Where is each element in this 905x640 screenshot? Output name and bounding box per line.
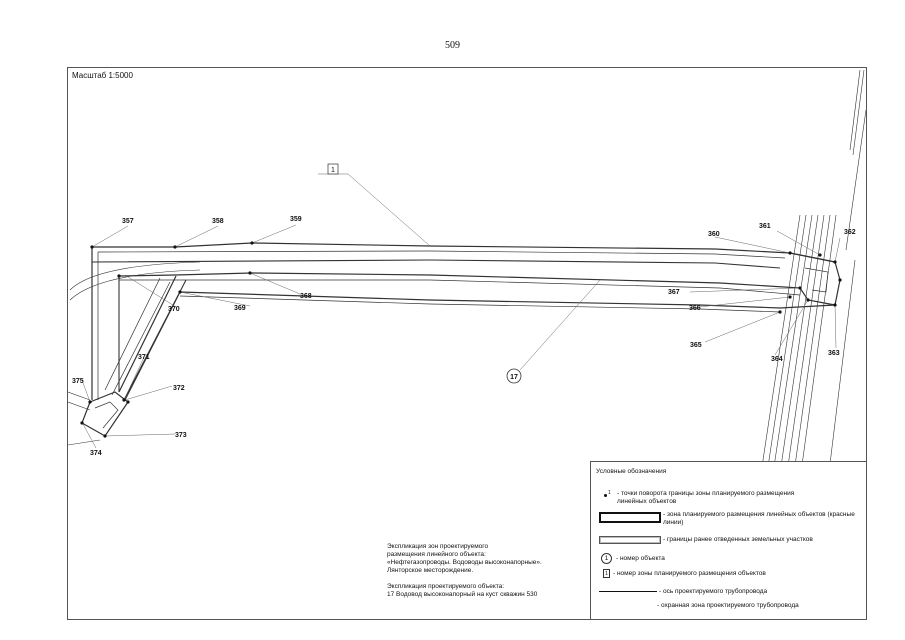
point-label-367: 367 <box>668 289 680 296</box>
explication-line: Экспликация зон проектируемого <box>387 543 489 550</box>
label-leaders <box>81 173 841 449</box>
existing-land-boundaries <box>68 261 201 446</box>
object-number-label: 17 <box>510 374 518 381</box>
legend-text: - зона планируемого размещения линейных … <box>663 511 855 526</box>
turn-point-marker: 1 <box>608 490 611 496</box>
zone-box-icon: 1 <box>603 569 610 578</box>
point-label-375: 375 <box>72 378 84 385</box>
point-label-369: 369 <box>234 305 246 312</box>
legend-text: - номер объекта <box>616 555 665 562</box>
point-label-374: 374 <box>90 450 102 457</box>
point-label-357: 357 <box>122 218 134 225</box>
road-corridor <box>759 69 866 481</box>
point-label-363: 363 <box>828 350 840 357</box>
point-label-366: 366 <box>689 305 701 312</box>
turn-points <box>80 241 842 438</box>
explication-object-title: Экспликация проектируемого объекта: <box>387 583 505 590</box>
legend-title: Условные обозначения <box>596 468 667 475</box>
legend: Условные обозначения 1 - точки поворота … <box>590 461 867 620</box>
legend-text: - ось проектируемого трубопровода <box>659 588 768 595</box>
object-circle-icon: 1 <box>601 553 612 564</box>
point-label-358: 358 <box>212 218 224 225</box>
explication-block: Экспликация зон проектируемого размещени… <box>387 543 590 599</box>
point-label-368: 368 <box>300 293 312 300</box>
point-label-373: 373 <box>175 432 187 439</box>
zone-swatch-icon <box>599 512 661 523</box>
map-frame <box>67 67 867 620</box>
pipeline-zone <box>81 242 841 437</box>
point-label-361: 361 <box>759 223 771 230</box>
legend-text: - границы ранее отведенных земельных уча… <box>663 536 813 543</box>
legend-text: - охранная зона проектируемого трубопров… <box>657 602 799 609</box>
explication-line: «Нефтегазопроводы. Водоводы высоконапорн… <box>387 559 542 566</box>
point-label-359: 359 <box>290 216 302 223</box>
point-label-372: 372 <box>173 385 185 392</box>
legend-text: - точки поворота границы зоны планируемо… <box>617 490 795 505</box>
zone-number-label: 1 <box>331 167 335 174</box>
explication-line: размещения линейного объекта: <box>387 551 486 558</box>
point-label-371: 371 <box>138 354 150 361</box>
page-number: 509 <box>445 40 460 51</box>
object-number-circle <box>506 368 522 384</box>
point-label-364: 364 <box>771 356 783 363</box>
point-label-370: 370 <box>168 306 180 313</box>
scale-label: Масштаб 1:5000 <box>72 71 133 80</box>
legend-text: - номер зоны планируемого размещения объ… <box>613 570 766 577</box>
point-label-362: 362 <box>844 229 856 236</box>
point-label-360: 360 <box>708 231 720 238</box>
zone-number-box <box>327 163 339 175</box>
land-swatch-icon <box>599 536 661 544</box>
pipeline-axis-icon <box>599 591 657 592</box>
explication-line: Лянторское месторождение. <box>387 567 474 574</box>
turn-point-icon <box>604 494 607 497</box>
point-label-365: 365 <box>690 342 702 349</box>
explication-object-item: 17 Водовод высоконапорный на куст скважи… <box>387 591 538 598</box>
